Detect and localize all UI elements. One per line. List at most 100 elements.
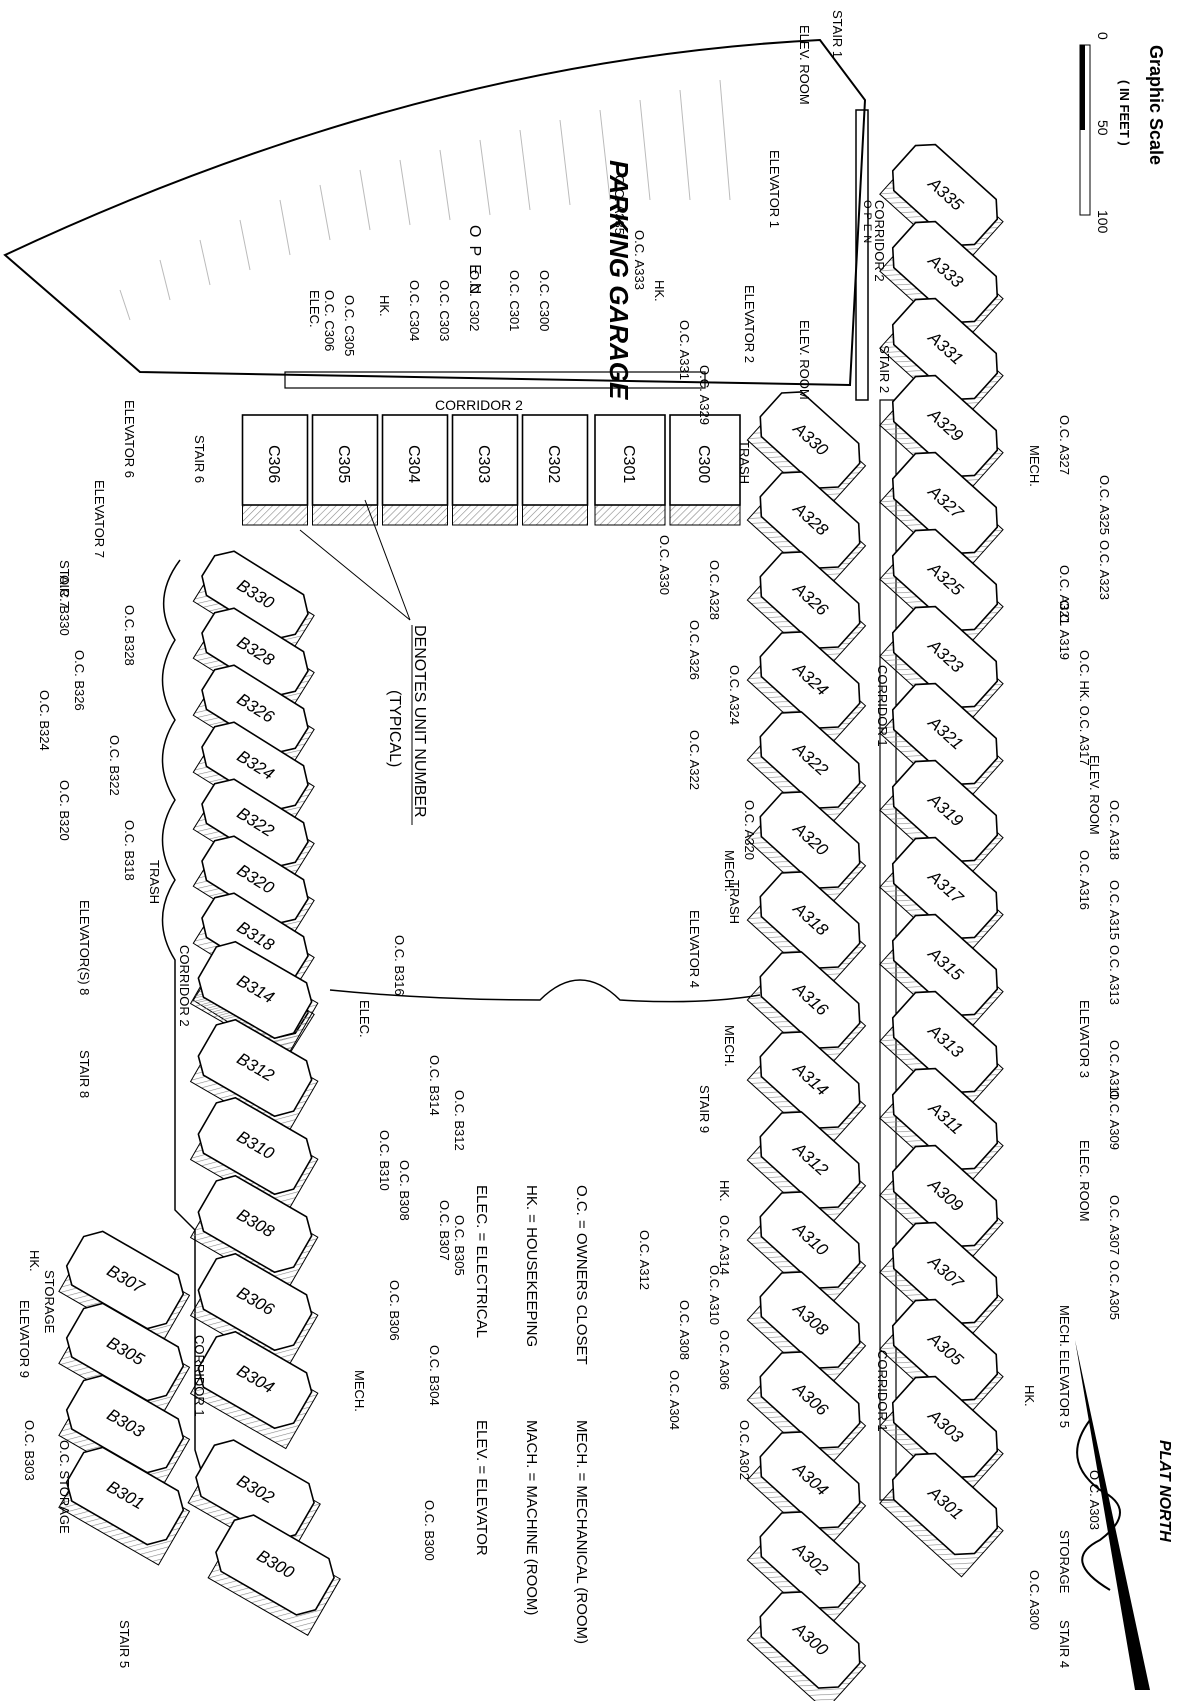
callout-label: HK. <box>717 1180 732 1202</box>
unit-outline <box>669 414 741 506</box>
callout-label: O.C. A323 <box>1097 540 1112 600</box>
scale-tick-0: 0 <box>1095 32 1111 40</box>
callout-label: ELEV. ROOM <box>1087 755 1102 835</box>
callout-label: O.C. B305 <box>452 1215 467 1276</box>
unit-outline <box>197 1018 313 1118</box>
callout-label: TRASH <box>727 880 742 924</box>
scale-tick-50: 50 <box>1095 120 1111 136</box>
callout-label: O.C. C300 <box>537 270 552 331</box>
unit-outline <box>197 1330 313 1430</box>
scale-title: Graphic Scale <box>1146 45 1166 165</box>
callout-label: O.C. B310 <box>377 1130 392 1191</box>
unit-label: C304 <box>405 445 422 483</box>
garage-corridor-label: CORRIDOR 2 <box>435 397 523 413</box>
unit-b312: B312 <box>189 1018 319 1138</box>
callout-label: ELEVATOR 3 <box>1077 1000 1092 1078</box>
unit-b301: B301 <box>58 1446 191 1566</box>
callout-label: ELEVATOR 7 <box>92 480 107 558</box>
unit-a303: A303 <box>879 1375 1004 1501</box>
callout-label: HK. <box>27 1250 42 1272</box>
unit-outline <box>451 414 519 506</box>
legend: O.C. = OWNERS CLOSET MECH. = MECHANICAL … <box>473 1185 590 1644</box>
unit-shadow <box>452 502 518 526</box>
callout-label: ELEV. ROOM <box>797 25 812 105</box>
north-arrow-needle <box>1075 1340 1150 1690</box>
unit-a304: A304 <box>746 1431 867 1552</box>
scale-bar-fill <box>1080 45 1085 130</box>
unit-b304: B304 <box>189 1330 319 1450</box>
legend-elec: ELEC. = ELECTRICAL <box>473 1185 490 1338</box>
callout-label: O.C. A314 <box>717 1215 732 1275</box>
unit-outline <box>891 1452 999 1556</box>
callout-label: O.C. C302 <box>467 270 482 331</box>
callout-label: STAIR 4 <box>1057 1620 1072 1668</box>
callout-label: TRASH <box>737 440 752 484</box>
unit-outline <box>65 1446 185 1546</box>
scale-tick-100: 100 <box>1095 210 1111 234</box>
unit-label: C303 <box>475 445 492 483</box>
callout-label: MECH. <box>722 1025 737 1067</box>
note-line-1: DENOTES UNIT NUMBER <box>411 625 428 818</box>
parking-garage: OPEN PARKING GARAGE <box>3 38 867 400</box>
wing-a-corridor-2 <box>855 109 869 401</box>
unit-outline <box>521 414 589 506</box>
callout-label: O.C. B330 <box>57 575 72 636</box>
unit-label: C301 <box>620 445 637 483</box>
callout-label: O.C. A303 <box>1087 1470 1102 1530</box>
unit-a318: A318 <box>746 871 867 992</box>
unit-a316: A316 <box>746 951 867 1072</box>
unit-outline <box>241 414 309 506</box>
callout-label: O.C. B300 <box>422 1500 437 1561</box>
unit-label: C302 <box>545 445 562 483</box>
unit-a308: A308 <box>746 1271 867 1392</box>
callout-label: STORAGE <box>1057 1530 1072 1594</box>
garage-front-strip <box>284 371 706 389</box>
unit-b307: B307 <box>58 1230 191 1350</box>
unit-a321: A321 <box>879 682 1004 808</box>
unit-b328: B328 <box>192 607 315 718</box>
callout-label: O.C. A322 <box>687 730 702 790</box>
unit-a302: A302 <box>746 1511 867 1632</box>
unit-c304: C304 <box>381 414 449 526</box>
unit-b314: B314 <box>189 940 319 1060</box>
unit-outline <box>594 414 666 506</box>
unit-shadow <box>382 502 448 526</box>
graphic-scale: Graphic Scale ( IN FEET ) 0 50 100 <box>1079 32 1166 234</box>
callout-label: O.C. B322 <box>107 735 122 796</box>
callout-label: O.C. B303 <box>22 1420 37 1481</box>
note-leader-2 <box>364 499 411 621</box>
callout-label: O.C. B306 <box>387 1280 402 1341</box>
callout-label: STAIR 9 <box>697 1085 712 1133</box>
unit-number-note: DENOTES UNIT NUMBER (TYPICAL) <box>299 499 428 825</box>
callout-label: O.C. B316 <box>392 935 407 996</box>
unit-outline <box>311 414 379 506</box>
callout-label: O.C. A320 <box>742 800 757 860</box>
callout-label: STAIR 7 <box>57 560 72 608</box>
unit-a328: A328 <box>746 471 867 592</box>
unit-a301: A301 <box>879 1452 1004 1578</box>
unit-a322: A322 <box>746 711 867 832</box>
unit-shadow <box>522 502 588 526</box>
callout-label: O.C. HK. O.C. A317 <box>1077 650 1092 766</box>
callout-label: ELEVATOR(S) 8 <box>77 900 92 995</box>
callout-label: STORAGE <box>42 1270 57 1334</box>
callout-label: O.C. C304 <box>407 280 422 341</box>
legend-oc: O.C. = OWNERS CLOSET <box>573 1185 590 1365</box>
wing-a-top-row: A335A333A331A329A327A325A323A321A319A317… <box>879 143 1004 1578</box>
callout-label: ELEC. <box>357 1000 372 1038</box>
unit-a315: A315 <box>879 913 1004 1039</box>
unit-shadow <box>669 502 741 526</box>
wing-b-corridor-1-label: CORRIDOR 1 <box>192 1335 207 1417</box>
legend-hk: HK. = HOUSEKEEPING <box>523 1185 540 1347</box>
note-line-2: (TYPICAL) <box>386 690 403 767</box>
garage-outline <box>3 38 867 387</box>
callout-label: O.C. A315 <box>1107 880 1122 940</box>
callout-label: O.C. A335 <box>612 175 627 235</box>
unit-a300: A300 <box>746 1591 867 1701</box>
callout-label: O.C. B320 <box>57 780 72 841</box>
callout-label: TRASH <box>147 860 162 904</box>
callout-label: O.C. B307 <box>437 1200 452 1261</box>
